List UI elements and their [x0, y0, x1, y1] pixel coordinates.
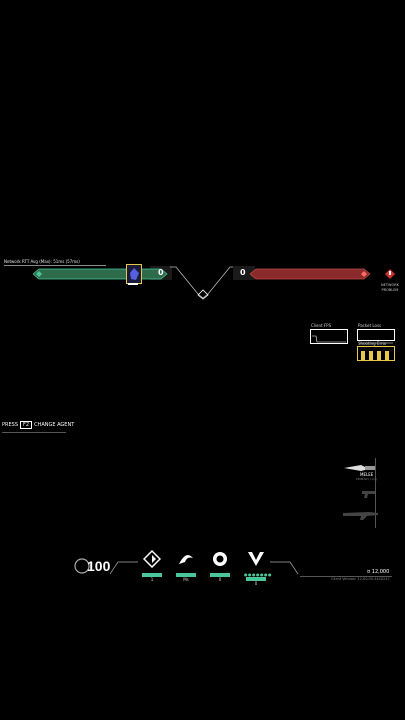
agent-alive-indicator [128, 283, 138, 285]
network-problem-icon [385, 269, 395, 279]
enemy-score: 0 [240, 268, 246, 277]
ability-x-charge-bar [246, 577, 266, 581]
network-rtt: Network RTT Avg (Max): 51ms (57ms) [4, 259, 106, 266]
credits-value: ¤ 12,000 [367, 569, 390, 575]
ally-bar-shape [32, 268, 168, 280]
ability-slot-q[interactable]: Ms [174, 550, 198, 582]
credits-underline [300, 576, 392, 577]
ability-q-icon [179, 555, 193, 564]
change-agent-label: CHANGE AGENT [34, 422, 75, 428]
weapon-divider [375, 458, 376, 528]
network-problem-indicator: NETWORK PROBLEM [378, 264, 402, 293]
ability-x-charges: 0 [254, 581, 258, 586]
agent-portrait-icon [130, 268, 139, 280]
ability-c-icon [142, 549, 162, 569]
press-label: PRESS [2, 422, 18, 428]
ability-x-icon [248, 552, 264, 566]
shooting-error-label: Shooting Error [358, 341, 387, 346]
ability-slot-c[interactable]: 1 [140, 549, 164, 582]
shooting-error-graph [357, 346, 395, 361]
packet-loss-graph [357, 329, 395, 344]
ability-slot-x[interactable]: ●●●●●●● 0 [244, 550, 272, 586]
agent-portrait [126, 264, 142, 284]
change-agent-underline [2, 432, 66, 433]
enemy-score-box [233, 266, 255, 280]
client-fps-graph [310, 329, 348, 344]
enemy-score-bar [249, 266, 372, 280]
melee-label: MELEE [360, 472, 374, 477]
center-timer-frame [170, 266, 236, 300]
fps-line [312, 335, 346, 343]
shooting-error-bars [361, 351, 389, 361]
ability-e-charges: 0 [218, 577, 222, 582]
melee-weapon [343, 459, 377, 471]
rifle-icon [343, 512, 378, 520]
melee-sublabel: PRIMARY (1/2) [356, 477, 378, 481]
ability-q-charges: Ms [183, 577, 189, 582]
packet-loss-line [359, 342, 393, 344]
ability-q-charge-bar [176, 573, 196, 577]
client-version: Client Version: 12.00.00.4440247 [331, 577, 390, 581]
ultimate-points: ●●●●●●● [244, 572, 272, 577]
ability-c-charges: 1 [150, 577, 154, 582]
rifle-weapon [343, 506, 379, 525]
ability-e-charge-bar [210, 573, 230, 577]
pistol-weapon [362, 484, 376, 503]
f2-key[interactable]: F2 [20, 421, 33, 429]
network-problem-text-2: PROBLEM [381, 288, 399, 292]
enemy-bar-shape [249, 268, 371, 280]
ally-score: 0 [158, 268, 164, 277]
ability-frame [110, 561, 299, 575]
ability-slot-e[interactable]: 0 [208, 550, 232, 582]
network-problem-text-1: NETWORK [381, 283, 399, 287]
pistol-icon [362, 491, 375, 498]
packet-loss-label: Packet Loss [358, 323, 382, 328]
health-value: 100 [87, 558, 111, 574]
ability-c-charge-bar [142, 573, 162, 577]
ally-score-bar [32, 266, 173, 280]
ability-e-icon [213, 552, 227, 566]
health-ring-icon [74, 558, 90, 574]
knife-icon [344, 465, 375, 471]
client-fps-label: Client FPS [311, 323, 332, 328]
